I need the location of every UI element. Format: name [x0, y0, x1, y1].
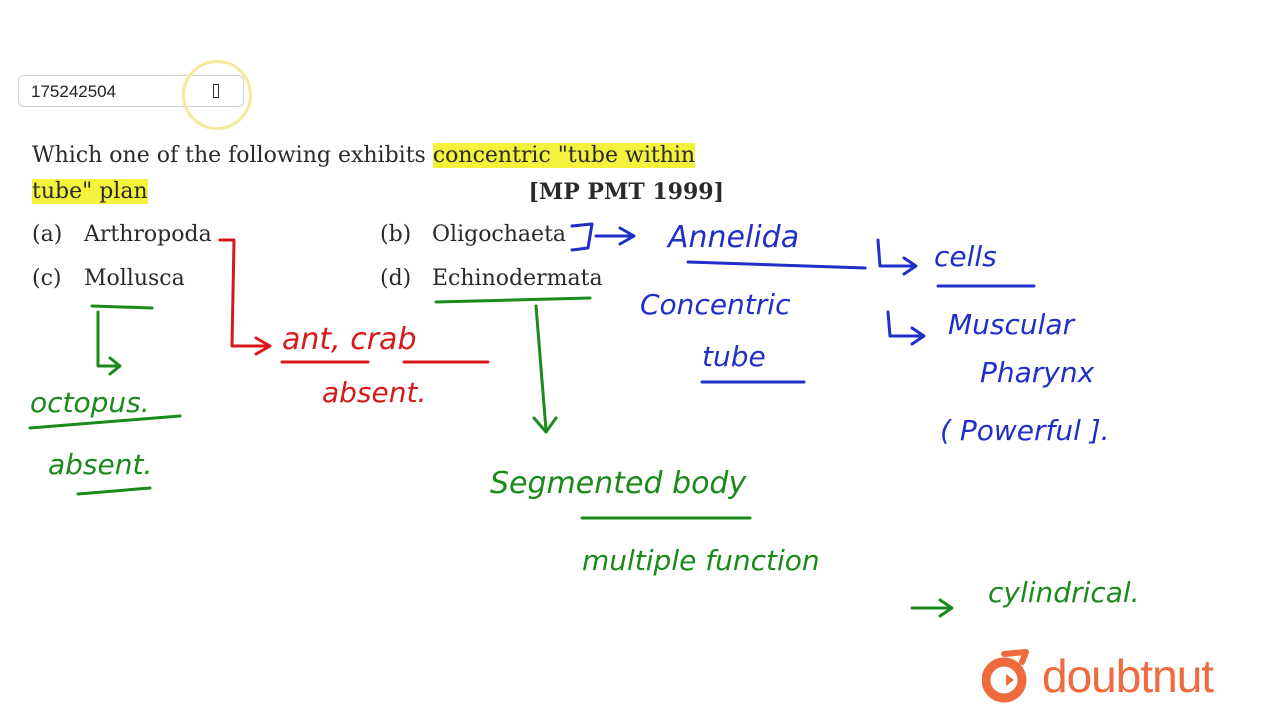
- question-line-1: Which one of the following exhibits conc…: [32, 138, 696, 174]
- option-a-letter: (a): [32, 222, 63, 247]
- red-arrow-from-arthropoda: [218, 238, 272, 356]
- option-c-text: Mollusca: [84, 266, 185, 291]
- blue-arrow-to-muscular: [886, 310, 926, 346]
- question-source: [MP PMT 1999]: [528, 179, 724, 205]
- option-a-text: Arthropoda: [84, 222, 212, 247]
- note-cylindrical: cylindrical.: [988, 576, 1140, 609]
- note-pharynx: Pharynx: [980, 356, 1095, 389]
- option-c: (c) Mollusca: [32, 266, 185, 291]
- blue-arrow-to-annelida: [594, 226, 636, 246]
- green-arrow-to-cylindrical: [910, 598, 954, 618]
- green-arrow-from-echinodermata: [532, 304, 558, 434]
- question-highlight-2: tube" plan: [32, 179, 148, 204]
- note-muscular: Muscular: [948, 308, 1075, 341]
- note-octopus: octopus.: [30, 386, 150, 419]
- octopus-underline: [28, 414, 182, 430]
- question-line-2: tube" plan: [32, 174, 148, 210]
- note-multiple-function: multiple function: [582, 544, 820, 577]
- option-c-letter: (c): [32, 266, 62, 291]
- blue-bracket-b: [570, 222, 594, 252]
- note-annelida: Annelida: [668, 220, 800, 255]
- option-d-text: Echinodermata: [432, 266, 603, 291]
- blue-arrow-to-cells: [876, 238, 918, 276]
- note-absent-green: absent.: [48, 448, 153, 481]
- note-ant-crab: ant, crab: [282, 322, 417, 357]
- note-tube: tube: [702, 340, 766, 373]
- note-cells: cells: [934, 240, 997, 273]
- option-b: (b) Oligochaeta: [380, 222, 566, 247]
- note-absent-red: absent.: [322, 376, 427, 409]
- absent-green-underline: [76, 486, 152, 496]
- echinodermata-underline: [434, 296, 592, 304]
- question-highlight-1: concentric "tube within: [432, 143, 696, 168]
- green-arrow-from-mollusca: [96, 310, 122, 376]
- mollusca-underline: [90, 304, 154, 310]
- brand-name: doubtnut: [1042, 650, 1214, 702]
- question-id: 175242504: [31, 82, 117, 101]
- option-d: (d) Echinodermata: [380, 266, 603, 291]
- question-prefix: Which one of the following exhibits: [32, 143, 433, 168]
- note-powerful: ( Powerful ].: [940, 414, 1110, 447]
- option-b-text: Oligochaeta: [432, 222, 567, 247]
- option-a: (a) Arthropoda: [32, 222, 212, 247]
- doubtnut-logo-icon: [982, 649, 1029, 703]
- note-segmented-body: Segmented body: [490, 466, 747, 501]
- cursor-highlight-ring: [182, 60, 252, 130]
- doubtnut-brand: doubtnut: [982, 646, 1214, 706]
- annelida-underline: [686, 260, 867, 270]
- option-d-letter: (d): [380, 266, 412, 291]
- option-b-letter: (b): [380, 222, 412, 247]
- note-concentric: Concentric: [640, 288, 791, 321]
